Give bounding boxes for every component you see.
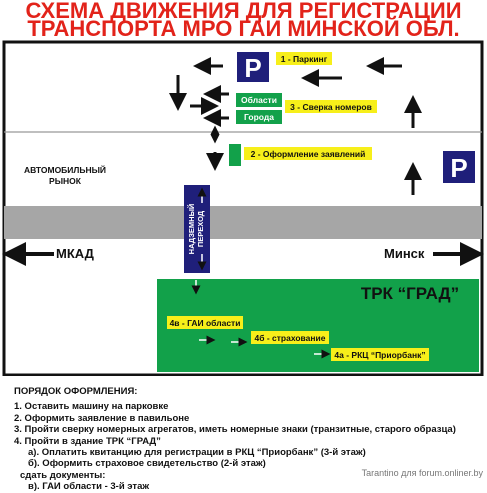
gai-label-box	[167, 316, 243, 329]
gai-label: 4в - ГАИ области	[170, 318, 241, 328]
legend-line: 1. Оставить машину на парковке	[14, 401, 169, 413]
credit-watermark: Tarantino для forum.onliner.by	[361, 468, 483, 478]
legend-heading: ПОРЯДОК ОФОРМЛЕНИЯ:	[14, 386, 138, 397]
overpass-box	[184, 185, 210, 273]
parking-letter-top: P	[244, 53, 261, 83]
traffic-scheme-map: P 1 - Паркинг P Области Города 3 - Сверк…	[2, 40, 484, 376]
legend-line: 2. Оформить заявление в павильоне	[14, 412, 190, 424]
parking-sign-right	[443, 151, 475, 183]
insurance-label-box	[251, 331, 329, 344]
legend-line: а). Оплатить квитанцию для регистрации в…	[28, 447, 366, 459]
trk-grad-label: ТРК “ГРАД”	[361, 284, 459, 303]
sverka-label-box	[285, 100, 377, 113]
legend-line: сдать документы:	[20, 469, 106, 481]
zayavleniya-box	[229, 144, 241, 166]
rkc-label-box	[331, 348, 429, 361]
legend-line: в). ГАИ области - 3-й этаж	[28, 481, 150, 493]
overpass-label-line-2: ПЕРЕХОД	[196, 210, 205, 247]
title-line-1: СХЕМА ДВИЖЕНИЯ ДЛЯ РЕГИСТРАЦИИ	[25, 0, 462, 23]
parking-sign-top	[237, 52, 269, 82]
parking-label: 1 - Паркинг	[281, 54, 328, 64]
parking-label-box	[276, 52, 332, 65]
oblasti-label: Области	[241, 95, 277, 105]
oblasti-box	[236, 93, 282, 107]
sverka-label: 3 - Сверка номеров	[290, 102, 372, 112]
goroda-box	[236, 110, 282, 124]
parking-letter-right: P	[450, 153, 467, 183]
mkad-label: МКАД	[56, 246, 95, 261]
road	[4, 206, 482, 239]
title-line-2: ТРАНСПОРТА МРО ГАИ МИНСКОЙ ОБЛ.	[27, 16, 460, 41]
rkc-label: 4а - РКЦ “Приорбанк”	[334, 350, 425, 360]
insurance-label: 4б - страхование	[255, 333, 326, 343]
overpass-label-line-1: НАДЗЕМНЫЙ	[187, 204, 196, 255]
legend-line: 4. Пройти в здание ТРК “ГРАД”	[14, 435, 161, 447]
goroda-label: Города	[244, 112, 274, 122]
market-label-line-2: РЫНОК	[49, 176, 82, 186]
zayavleniya-label-box	[244, 147, 372, 160]
minsk-label: Минск	[384, 246, 425, 261]
zayavleniya-label: 2 - Оформление заявлений	[251, 149, 366, 159]
legend-line: б). Оформить страховое свидетельство (2-…	[28, 458, 266, 470]
market-label-line-1: АВТОМОБИЛЬНЫЙ	[24, 164, 106, 175]
legend-line: 3. Пройти сверку номерных агрегатов, име…	[14, 424, 456, 436]
